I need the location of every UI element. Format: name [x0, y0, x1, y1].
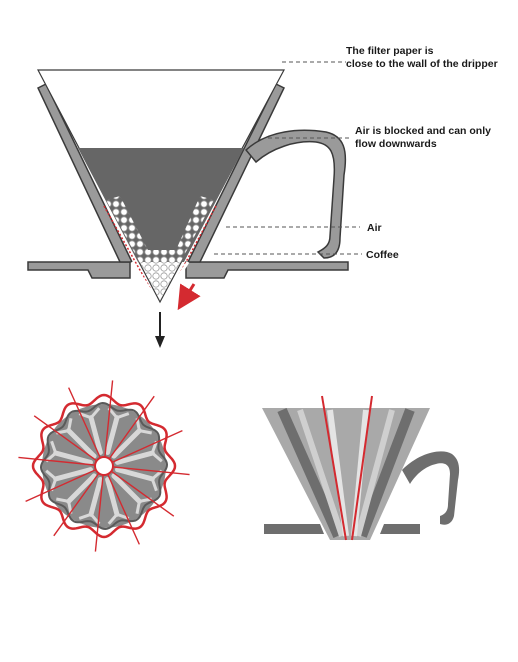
top-view-red-rib [25, 469, 96, 502]
top-view-red-rib [53, 473, 99, 537]
top-view-light-rib [67, 418, 73, 431]
top-view-red-rib [113, 466, 190, 476]
top-view-light-rib [151, 451, 163, 463]
dripper-wall-right [186, 82, 285, 263]
top-view-light-rib [66, 473, 97, 504]
side-view-rib [277, 407, 343, 539]
top-view-light-rib [89, 407, 101, 419]
side-view-base [264, 524, 324, 534]
top-view-red-rib [104, 380, 114, 457]
top-view-inner-rim [39, 401, 169, 531]
label-coffee: Coffee [366, 249, 399, 261]
dripper-handle [244, 129, 347, 259]
top-view-red-rib [109, 395, 155, 459]
top-view-red-rib [94, 475, 104, 552]
top-view-light-rib [115, 467, 155, 482]
top-view-light-rib [53, 450, 93, 465]
top-view-light-rib [116, 412, 130, 420]
side-view-base [380, 524, 420, 534]
top-view-red-rib [18, 456, 95, 466]
label-air-blocked-line1: Air is blocked and can only [355, 125, 491, 137]
top-view-red-rib [112, 430, 183, 463]
downward-flow-arrow [155, 312, 165, 348]
top-view-red-rim [31, 393, 177, 539]
dripper-base-plate [185, 261, 349, 279]
top-view-light-rib [105, 415, 120, 455]
top-view-red-rib [111, 471, 175, 517]
top-view-light-rib [53, 467, 93, 482]
side-view-rib [357, 408, 415, 538]
top-view-diagram [18, 380, 190, 552]
side-view-handle [402, 451, 460, 525]
top-view-light-rib [111, 428, 142, 459]
side-view-red-rib [321, 395, 347, 541]
label-filter-line2: close to the wall of the dripper [346, 58, 498, 70]
side-view-cone [262, 408, 430, 540]
top-view-light-rib [88, 477, 103, 517]
top-view-center-hole [94, 456, 114, 476]
top-view-light-rib [107, 513, 119, 525]
top-view-light-rib [135, 501, 141, 514]
top-view-light-rib [111, 473, 142, 504]
label-air: Air [367, 222, 382, 234]
coffee-liquid [78, 148, 244, 262]
side-view-rib [327, 409, 349, 537]
top-view-light-rib [150, 478, 158, 492]
top-view-light-rib [66, 428, 97, 459]
red-air-arrow [177, 283, 201, 311]
coffee-grounds [106, 196, 214, 300]
cone-gap [130, 261, 190, 291]
top-view-light-rib [78, 512, 92, 520]
label-air-blocked-line2: flow downwards [355, 138, 437, 150]
top-view-red-rib [33, 415, 97, 461]
side-view-diagram [262, 395, 460, 541]
top-view-light-rib [105, 477, 120, 517]
side-view-rib [297, 409, 345, 537]
top-view-red-rib [68, 387, 101, 458]
cross-section-diagram: The filter paper is close to the wall of… [27, 45, 498, 348]
top-view-light-rib [139, 429, 152, 435]
dripper-base-plate [27, 261, 131, 279]
side-view-red-rib [351, 395, 373, 541]
top-view-light-rib [50, 440, 58, 454]
top-view-light-rib [56, 497, 69, 503]
label-filter-line1: The filter paper is [346, 45, 434, 57]
top-view-red-rib [107, 474, 140, 545]
top-view-light-rib [88, 415, 103, 455]
side-view-rib [355, 409, 395, 537]
top-view-light-rib [115, 450, 155, 465]
top-view-light-rib [45, 469, 57, 481]
